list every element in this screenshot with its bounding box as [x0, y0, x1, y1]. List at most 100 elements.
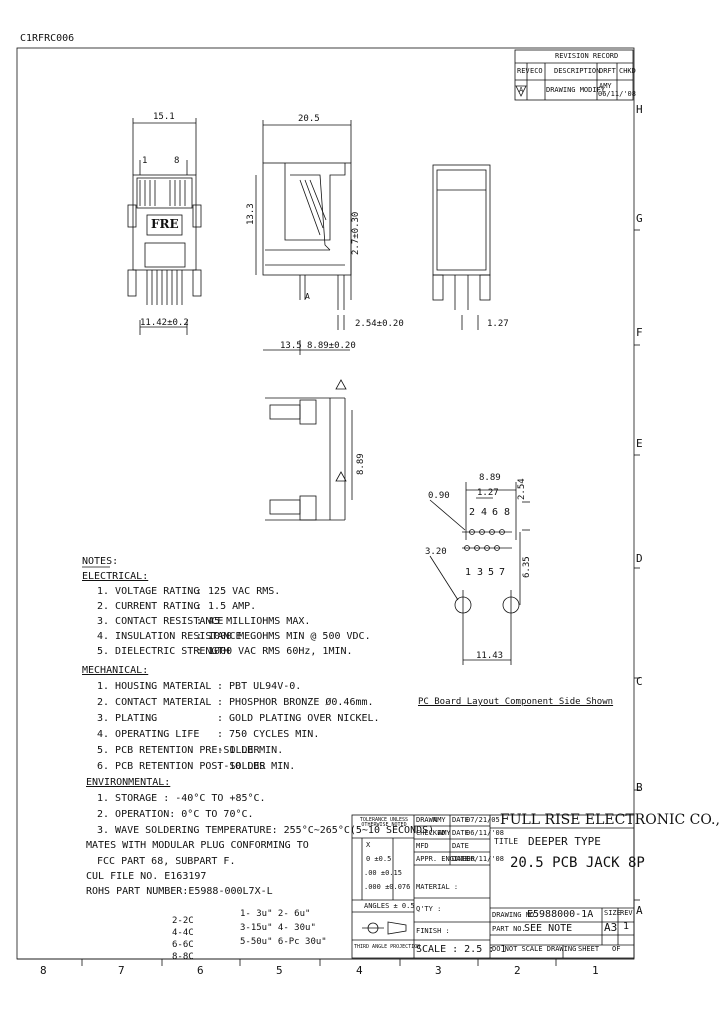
side-height-dim: 13.3	[246, 203, 256, 225]
zone-number: 5	[276, 964, 283, 977]
size-label: SIZE	[604, 909, 621, 917]
checked-date-label: DATE	[452, 829, 469, 837]
tol-row: X	[366, 841, 371, 849]
zone-number: 6	[197, 964, 204, 977]
note-plug-2: FCC PART 68, SUBPART F.	[97, 856, 236, 867]
pcb-span-dim: 11.43	[476, 651, 504, 661]
drawing-no-label: DRAWING NO.	[492, 911, 539, 919]
note-key: 5. PCB RETENTION PRE-SOLDER	[97, 745, 260, 756]
fre-logo: FRE	[151, 217, 179, 231]
plating-option: 3-15u" 4- 30u"	[240, 923, 316, 933]
zone-letter: E	[636, 437, 643, 450]
zone-number: 1	[592, 964, 599, 977]
note-env-3: 3. WAVE SOLDERING TEMPERATURE: 255°C~265…	[97, 825, 435, 836]
approved-date-label: DATE	[452, 855, 469, 863]
note-value: : PHOSPHOR BRONZE Ø0.46mm.	[217, 697, 374, 708]
checked-by: AMY	[438, 829, 451, 837]
tolerance-title: TOLERANCE UNLESS OTHERWISE NOTED	[359, 817, 409, 828]
dont-scale-note: DO NOT SCALE DRAWING	[492, 945, 577, 953]
plating-option: 5-50u" 6-Pc 30u"	[240, 937, 327, 947]
zone-letter: G	[636, 212, 643, 225]
note-key: 1. VOLTAGE RATING	[97, 586, 200, 597]
zone-number: 8	[40, 964, 47, 977]
notes-title: NOTES:	[82, 556, 119, 567]
pcb-pin-label: 6	[492, 507, 499, 518]
rev-triangle-icon	[515, 85, 527, 97]
back-dim: 1.27	[487, 319, 509, 329]
approved-date: 06/11/'08	[466, 855, 504, 863]
plating-option: 1- 3u" 2- 6u"	[240, 909, 311, 919]
note-key: 1. HOUSING MATERIAL	[97, 681, 212, 692]
zone-number: 4	[356, 964, 363, 977]
zone-letter: A	[636, 904, 643, 917]
note-value: : 125 VAC RMS.	[196, 586, 281, 597]
title-line-2: 20.5 PCB JACK 8P	[510, 855, 645, 871]
rev-value: 1	[623, 921, 630, 932]
zone-letter: D	[636, 552, 643, 565]
pcb-height-dim: 6.35	[522, 556, 532, 578]
scale-label: SCALE : 2.5 : 1	[416, 944, 507, 955]
tol-row: .000 ±0.076	[364, 883, 411, 891]
qty-label: Q'TY :	[416, 905, 442, 913]
pcb-pin-label: 1	[465, 567, 472, 578]
checked-label: CHECKED	[416, 829, 446, 837]
note-key: 6. PCB RETENTION POST-SOLDER	[97, 761, 266, 772]
side-width-dim: 20.5	[298, 114, 320, 124]
drawing-no: E5988000-1A	[527, 909, 594, 920]
mfd-date-label: DATE	[452, 842, 469, 850]
checked-date: 06/11/'08	[466, 829, 504, 837]
title-label: TITLE	[494, 837, 519, 846]
document-code: C1RFRC006	[20, 33, 75, 44]
note-value: : GOLD PLATING OVER NICKEL.	[217, 713, 380, 724]
revision-row-rev: A	[519, 86, 524, 94]
note-value: : 1000 MEGOHMS MIN @ 500 VDC.	[196, 631, 371, 642]
pcb-pin-label: 5	[488, 567, 495, 578]
note-value: : 45 MILLIOHMS MAX.	[196, 616, 311, 627]
drawn-date-label: DATE	[452, 816, 469, 824]
side-pin-spacing-dim: 2.54±0.20	[355, 319, 404, 329]
notes-mechanical-title: MECHANICAL:	[82, 665, 149, 676]
side-dim-a: 13.5	[280, 341, 302, 351]
revision-row-date: 06/11/'08	[598, 90, 636, 98]
pn-option: 8-8C	[172, 952, 194, 962]
part-no: SEE NOTE	[524, 923, 573, 934]
drawn-date: 07/21/05	[466, 816, 500, 824]
zone-letter: B	[636, 781, 643, 794]
note-value: : 1 LB MIN.	[217, 745, 284, 756]
note-cul: CUL FILE NO. E163197	[86, 871, 207, 882]
note-key: 4. INSULATION RESISTANCE	[97, 631, 242, 642]
note-env-2: 2. OPERATION: 0°C TO 70°C.	[97, 809, 254, 820]
front-width-dim: 15.1	[153, 112, 175, 122]
note-rohs: ROHS PART NUMBER:E5988-000L7X-L	[86, 886, 273, 897]
mfd-label: MFD	[416, 842, 429, 850]
revision-header-chkd: CHKD	[619, 67, 636, 75]
notes-environmental-title: ENVIRONMENTAL:	[86, 777, 171, 788]
note-value: : PBT UL94V-0.	[217, 681, 302, 692]
revision-header-description: DESCRIPTION	[554, 67, 601, 75]
note-value: : 750 CYCLES MIN.	[217, 729, 320, 740]
revision-row-description: DRAWING MODIFY	[546, 86, 606, 94]
note-value: : 1.5 AMP.	[196, 601, 257, 612]
drawn-by: AMY	[433, 816, 446, 824]
note-key: 2. CURRENT RATING	[97, 601, 200, 612]
pcb-pin-label: 3	[477, 567, 484, 578]
revision-header-drft: DRFT	[599, 67, 616, 75]
zone-number: 3	[435, 964, 442, 977]
front-pitch-dim: 11.42±0.2	[140, 318, 189, 328]
pcb-pin-label: 2	[469, 507, 476, 518]
zone-letter: H	[636, 103, 643, 116]
note-key: 5. DIELECTRIC STRENGTH	[97, 646, 230, 657]
pcb-peg-dim: 3.20	[425, 547, 447, 557]
note-key: 3. CONTACT RESISTANCE	[97, 616, 224, 627]
tol-row: .00 ±0.15	[364, 869, 402, 877]
size-value: A3	[604, 921, 618, 934]
notes-electrical-title: ELECTRICAL:	[82, 571, 149, 582]
front-pin-label-8: 8	[174, 156, 180, 166]
angle-tolerance: ANGLES ± 0.5	[364, 902, 415, 910]
pn-option: 2-2C	[172, 916, 194, 926]
side-pin-mark: A	[305, 292, 310, 301]
revision-header-rev: REV	[517, 67, 530, 75]
title-line-1: DEEPER TYPE	[528, 835, 601, 848]
side-pin-height-dim: 2.7±0.30	[351, 211, 361, 255]
note-value: : 10 LBS MIN.	[217, 761, 296, 772]
